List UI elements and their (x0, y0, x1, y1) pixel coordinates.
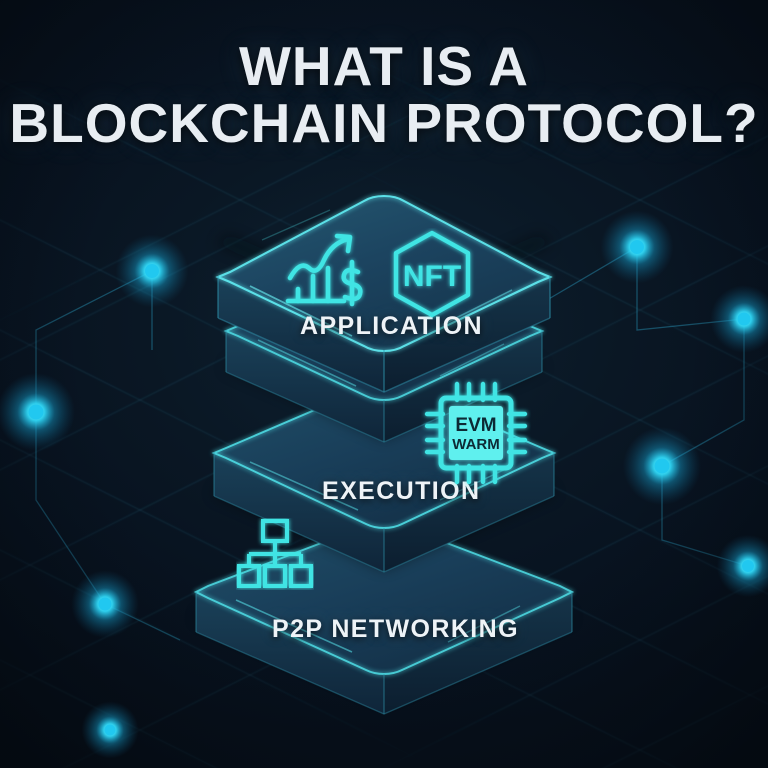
network-node-2 (28, 404, 44, 420)
chip-body-outline (438, 395, 514, 471)
hexagon-outline (393, 230, 471, 318)
network-node-8 (104, 724, 116, 736)
network-node-3 (98, 597, 112, 611)
child-node-1 (237, 564, 261, 588)
child-node-3 (289, 564, 313, 588)
network-node-1 (145, 264, 159, 278)
growth-chart-dollar-icon (280, 226, 372, 321)
layer-slab-p2p-networking[interactable] (193, 521, 575, 715)
p2p-network-icon (236, 518, 314, 595)
parent-node (261, 519, 289, 543)
network-node-7 (742, 560, 754, 572)
chip-label-line2: WARM (452, 436, 500, 453)
network-node-4 (630, 240, 644, 254)
nft-hexagon-icon: NFT (386, 228, 478, 325)
chip-die (449, 406, 503, 460)
evm-chip-icon: EVM WARM (421, 378, 531, 493)
network-node-6 (654, 458, 670, 474)
chip-label-line1: EVM (455, 415, 496, 436)
network-node-5 (737, 312, 751, 326)
layer-slab-application[interactable] (215, 194, 553, 393)
nft-label: NFT (403, 260, 461, 293)
child-node-2 (263, 564, 287, 588)
